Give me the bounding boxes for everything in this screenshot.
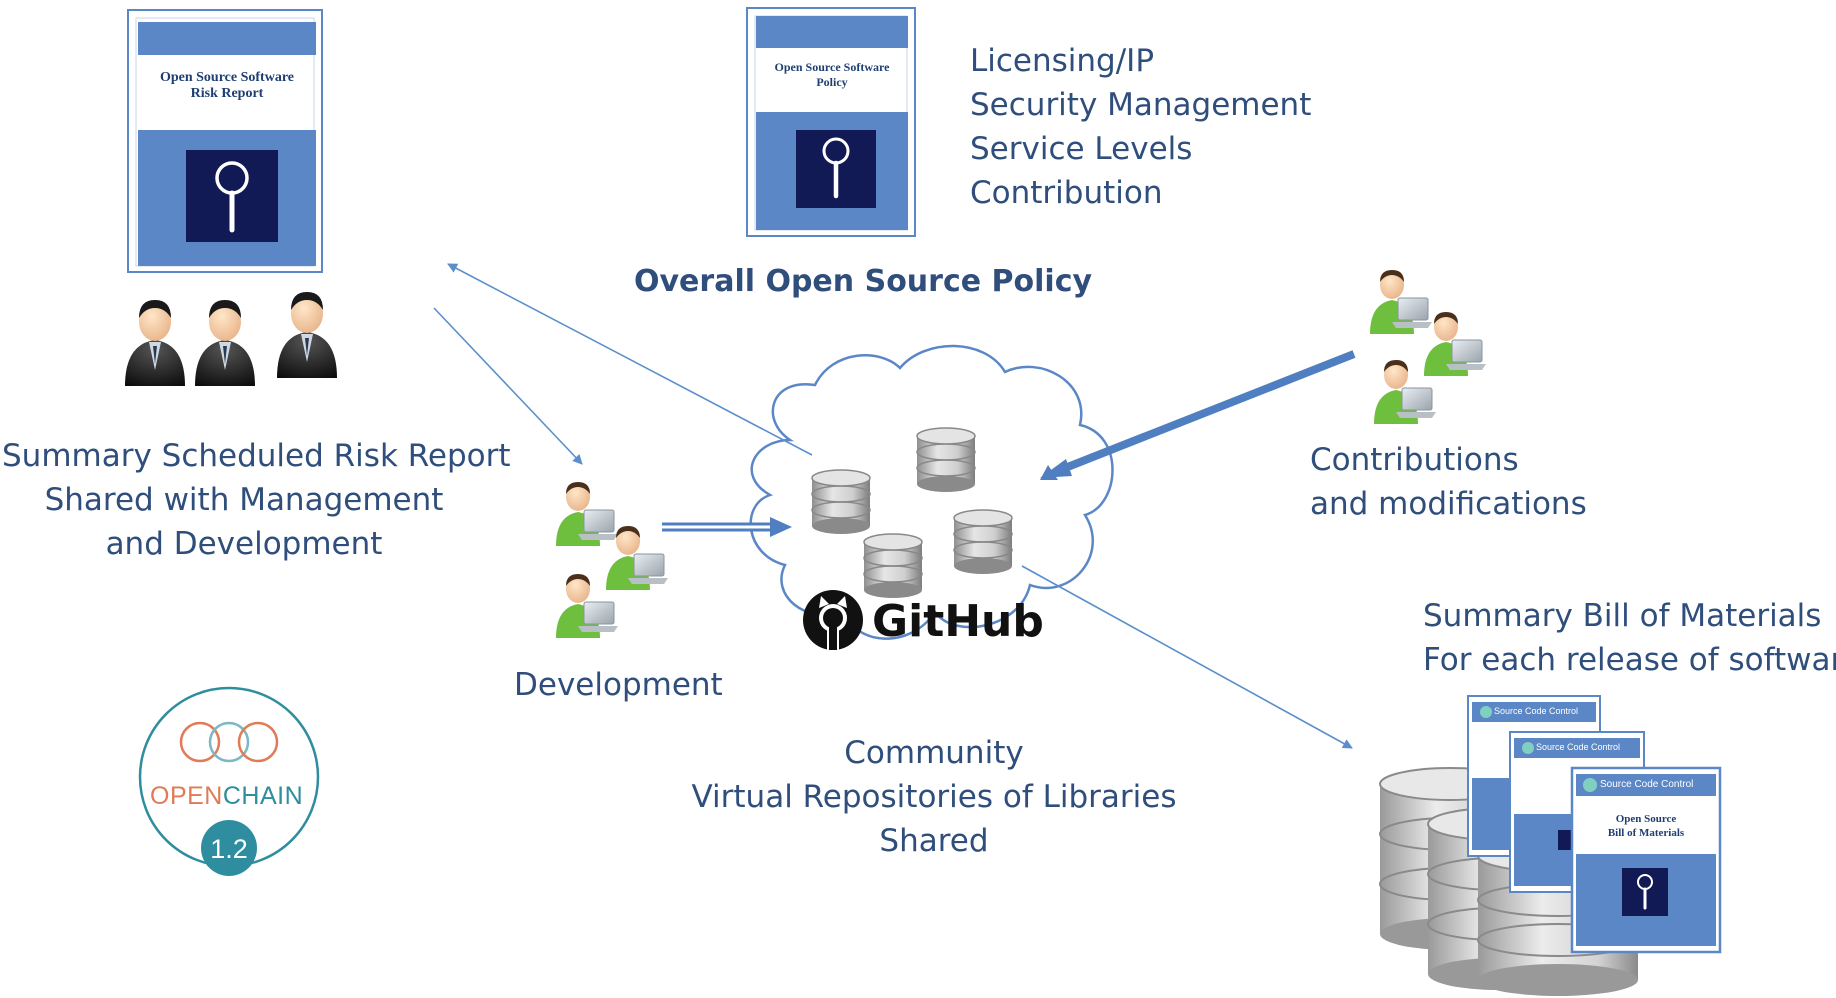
arrow-cloud-to-risk-report [447,263,813,456]
manager-person-icon [195,300,255,386]
contributor-person-icon [1374,360,1436,424]
policy-topic: Security Management [970,87,1312,123]
magnifier-icon [215,161,249,233]
bom-doc-header: Source Code Control [1600,779,1694,790]
policy-topic: Contribution [970,175,1163,211]
policy-topics-list: Licensing/IP Security Management Service… [970,39,1311,215]
bom-document-front [1570,766,1722,954]
contributions-caption: Contributions and modifications [1310,442,1587,522]
risk-report-document-title: Open Source Software Risk Report [159,70,295,101]
repository-cloud [749,344,1114,640]
magnifier-icon [1637,874,1653,910]
github-wordmark: GitHub [872,596,1044,647]
openchain-version: 1.2 [210,834,248,864]
database-icon [916,427,976,492]
policy-caption: Overall Open Source Policy [634,264,1093,299]
database-icon [863,533,923,598]
bom-doc-header: Source Code Control [1494,706,1579,716]
developer-person-icon [556,482,618,546]
developer-person-icon [606,526,668,590]
magnifier-icon [822,137,850,199]
manager-person-icon [277,292,337,378]
arrow-report-to-development [433,307,583,465]
openchain-wordmark: OPENCHAIN [150,782,304,810]
bom-document-title: Open Source Bill of Materials [1607,813,1685,839]
chain-links-icon [179,721,279,763]
contributor-person-icon [1370,270,1432,334]
repository-caption: Community Virtual Repositories of Librar… [691,735,1177,859]
arrow-cloud-to-bill-of-materials [1021,565,1353,749]
contributor-person-icon [1424,312,1486,376]
database-icon [811,469,871,534]
developer-person-icon [556,574,618,638]
openchain-logo [138,686,320,876]
bom-caption: Summary Bill of Materials For each relea… [1423,598,1836,678]
policy-topic: Licensing/IP [970,43,1155,79]
bom-doc-header: Source Code Control [1536,742,1621,752]
database-icon [953,509,1013,574]
arrow-development-to-cloud [662,517,792,537]
development-group [556,482,668,638]
risk-report-document [127,9,323,273]
policy-document-title: Open Source Software Policy [774,60,890,89]
risk-report-caption: Summary Scheduled Risk Report Shared wit… [2,438,511,562]
arrow-contributions-to-cloud [1040,350,1356,480]
managers-group [125,292,337,386]
policy-topic: Service Levels [970,131,1193,167]
manager-person-icon [125,300,185,386]
policy-document [746,7,916,237]
contributors-group [1370,270,1486,424]
development-caption: Development [514,667,723,703]
github-logo-icon [803,590,863,650]
